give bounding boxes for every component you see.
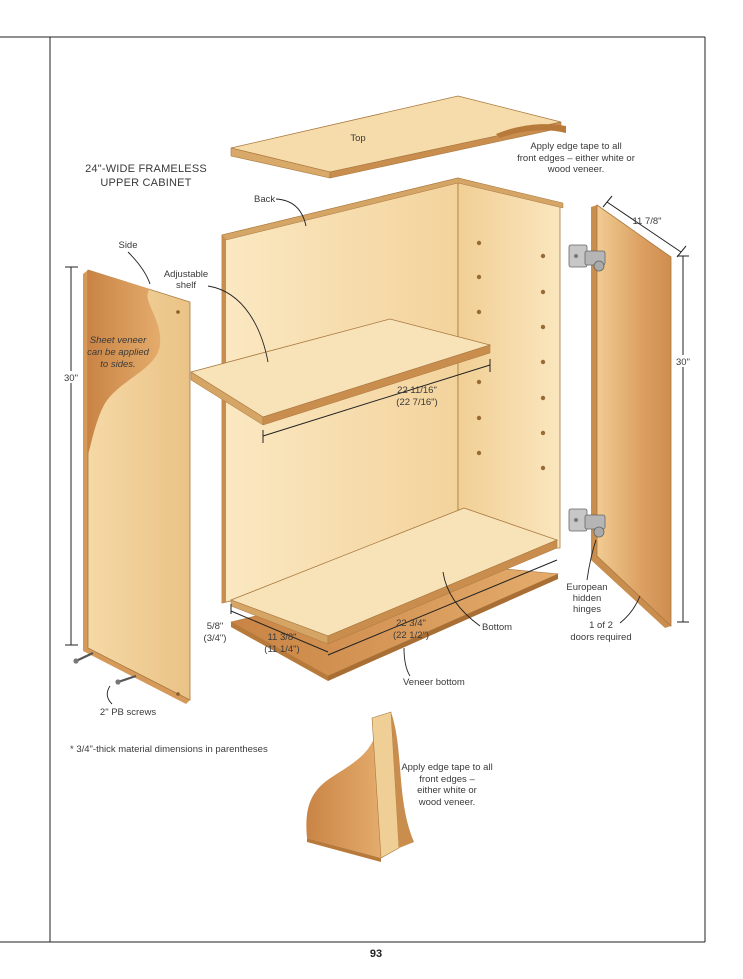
door-height-dim: 30" bbox=[676, 357, 690, 368]
veneer-bottom-leader bbox=[403, 647, 411, 677]
screws-leader bbox=[106, 685, 113, 705]
european-hinge-top bbox=[568, 244, 606, 272]
shelf-width-dim-2: (22 7/16") bbox=[396, 397, 437, 408]
bottom-label: Bottom bbox=[482, 622, 512, 633]
hinges-label-2: hidden bbox=[573, 593, 602, 604]
shelf-width-dim-1: 22 11/16" bbox=[397, 385, 437, 396]
bottom-depth-dim-1: 11 3/8" bbox=[267, 632, 296, 643]
doors-required-1: 1 of 2 bbox=[589, 620, 613, 631]
sheet-veneer-note-3: to sides. bbox=[100, 359, 135, 370]
edge-tape-detail-4: wood veneer. bbox=[418, 797, 476, 808]
adjustable-shelf-label-1: Adjustable bbox=[164, 269, 208, 280]
adjustable-shelf-label-2: shelf bbox=[176, 280, 196, 291]
pb-screws-label: 2" PB screws bbox=[100, 707, 156, 718]
side-height-dim: 30" bbox=[64, 373, 78, 384]
european-hinge-bottom bbox=[568, 508, 606, 538]
bottom-width-dim-1: 22 3/4" bbox=[396, 618, 426, 629]
edge-tape-detail-3: either white or bbox=[417, 785, 477, 796]
sheet-veneer-note-2: can be applied bbox=[87, 347, 150, 358]
door-width-dimension-line bbox=[606, 201, 682, 253]
top-label: Top bbox=[350, 133, 365, 144]
door-width-dim: 11 7/8" bbox=[632, 216, 661, 227]
side-leader bbox=[127, 251, 151, 285]
edge-tape-detail-2: front edges – bbox=[419, 774, 475, 785]
bottom-width-dimension-line bbox=[327, 559, 558, 656]
bottom-depth-dim-2: (11 1/4") bbox=[264, 644, 299, 655]
footnote: * 3/4"-thick material dimensions in pare… bbox=[70, 744, 268, 755]
edge-tape-note-line-1: Apply edge tape to all bbox=[530, 141, 621, 152]
hinges-label-1: European bbox=[566, 582, 607, 593]
veneer-bottom-label: Veneer bottom bbox=[403, 677, 465, 688]
adjustable-shelf bbox=[190, 318, 492, 426]
doors-leader bbox=[619, 595, 641, 624]
side-label: Side bbox=[118, 240, 137, 251]
bottom-depth-dimension-line bbox=[230, 610, 329, 653]
doors-required-2: doors required bbox=[570, 632, 631, 643]
bottom-leader bbox=[442, 571, 481, 627]
back-label: Back bbox=[254, 194, 275, 205]
veneer-bottom bbox=[230, 564, 560, 681]
bottom-width-dim-2: (22 1/2") bbox=[393, 630, 429, 641]
shelf-leader bbox=[207, 285, 269, 363]
edge-tape-detail bbox=[306, 711, 414, 862]
diagram-title-line-2: UPPER CABINET bbox=[100, 177, 191, 189]
diagram-title-line-1: 24"-WIDE FRAMELESS bbox=[85, 163, 207, 175]
shelf-width-dimension-line bbox=[262, 364, 491, 437]
back-leader bbox=[275, 198, 307, 227]
page-number: 93 bbox=[370, 948, 382, 960]
thickness-dim-1: 5/8" bbox=[207, 621, 224, 632]
edge-tape-note-line-2: front edges – either white or bbox=[517, 153, 635, 164]
hinges-leader bbox=[586, 539, 597, 581]
edge-tape-note-line-3: wood veneer. bbox=[547, 164, 605, 175]
thickness-dim-2: (3/4") bbox=[204, 633, 227, 644]
pb-screws bbox=[73, 652, 137, 685]
door bbox=[591, 204, 672, 628]
edge-tape-detail-1: Apply edge tape to all bbox=[401, 762, 492, 773]
sheet-veneer-note-1: Sheet veneer bbox=[90, 335, 147, 346]
top-panel bbox=[230, 95, 566, 179]
hinges-label-3: hinges bbox=[573, 604, 601, 615]
left-side-panel bbox=[83, 269, 191, 704]
page-frame bbox=[0, 36, 706, 943]
